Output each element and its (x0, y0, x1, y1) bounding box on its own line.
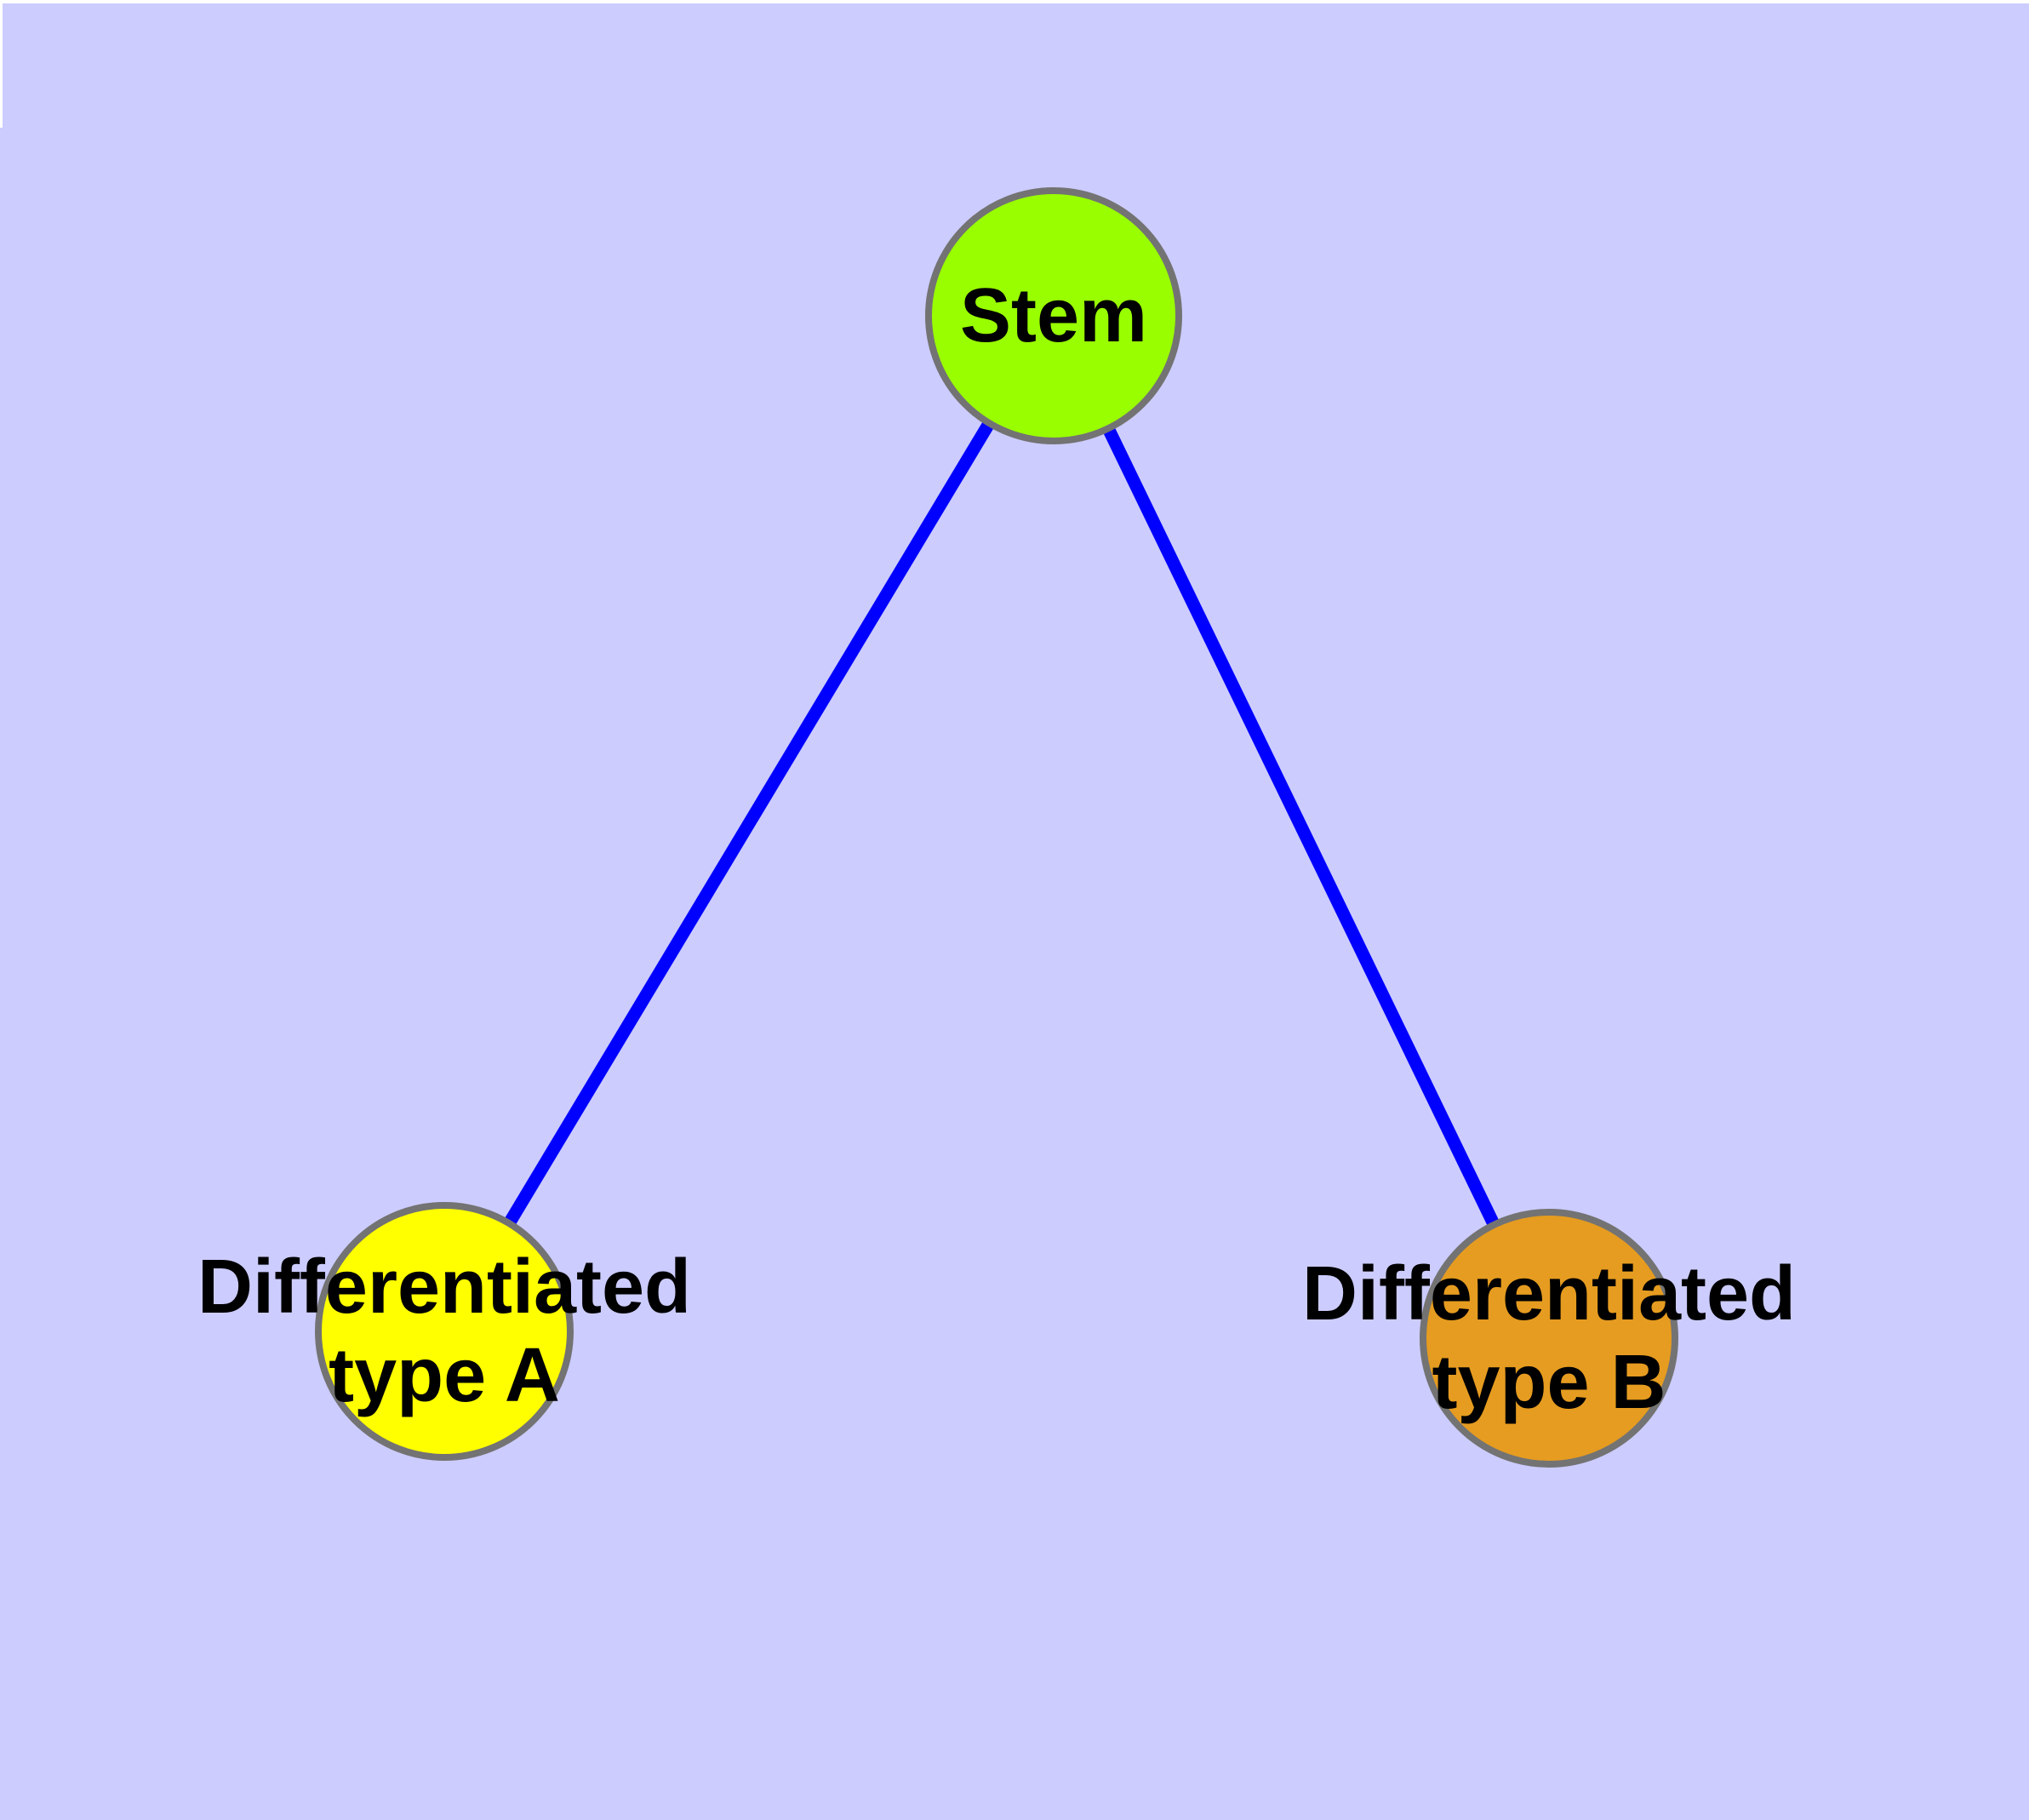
node-type-a-label-line2: type A (329, 1333, 560, 1418)
node-type-b-circle (1420, 1209, 1678, 1468)
node-stem-label: Stem (960, 273, 1147, 358)
node-type-a-circle (315, 1202, 574, 1461)
node-type-b-label-line2: type B (1432, 1340, 1666, 1425)
edge-stem-to-type-b (1048, 312, 1555, 1342)
canvas-corner-notch (0, 0, 3, 128)
edge-stem-to-type-a (438, 312, 1060, 1335)
node-stem-circle (925, 187, 1182, 444)
node-type-a-label-line1: Differentiated (197, 1245, 691, 1330)
node-type-b-label-line1: Differentiated (1302, 1251, 1796, 1336)
